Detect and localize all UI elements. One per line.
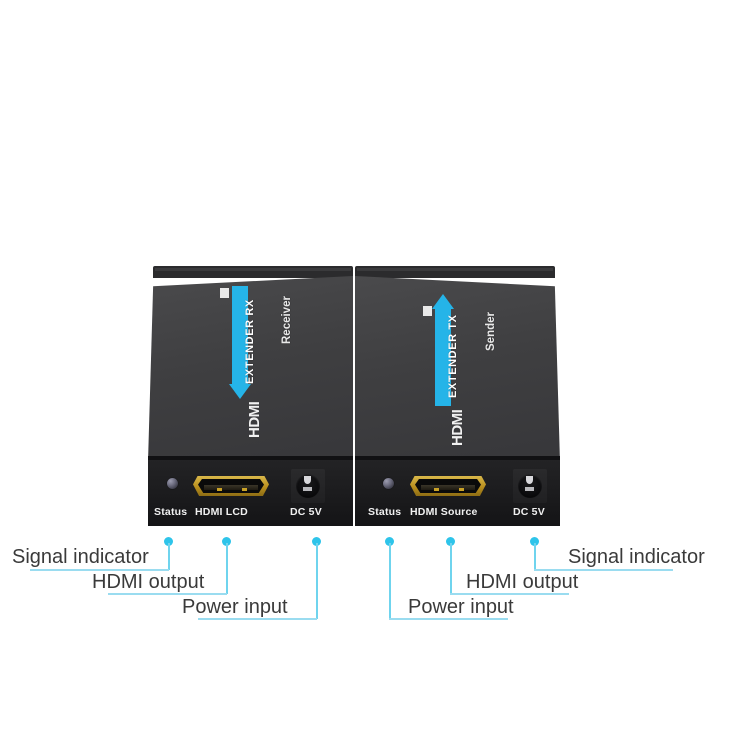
sender-role-text: Sender — [485, 312, 497, 351]
callout-dot-left-signal-indicator — [164, 537, 173, 546]
sender-badge-mark — [423, 306, 432, 316]
receiver-front-edge — [148, 456, 353, 461]
receiver-status-label: Status — [154, 506, 188, 518]
receiver-dc-jack — [291, 469, 325, 503]
callout-leader-right-power-input — [389, 543, 391, 619]
receiver-badge-mark — [220, 288, 229, 298]
sender-dc-jack — [513, 469, 547, 503]
callout-label-left-hdmi-output: HDMI output — [92, 571, 205, 593]
sender-status-label: Status — [368, 506, 402, 518]
callout-underline-left-power-input — [198, 618, 317, 620]
device-receiver: EXTENDER RX HDMI Receiver Status HDMI LC… — [148, 266, 353, 526]
sender-dc-label: DC 5V — [513, 506, 545, 518]
callout-leader-left-signal-indicator — [168, 543, 170, 570]
receiver-role-text: Receiver — [281, 296, 293, 344]
callout-underline-right-power-input — [389, 618, 508, 620]
sender-status-led — [383, 478, 394, 489]
sender-hdmi-port — [410, 476, 486, 496]
callout-leader-right-signal-indicator — [534, 543, 536, 570]
callout-underline-right-signal-indicator — [534, 569, 673, 571]
sender-arrow-label: EXTENDER TX — [447, 314, 459, 398]
callout-dot-right-power-input — [385, 537, 394, 546]
sender-top-face — [355, 276, 560, 462]
callout-dot-right-signal-indicator — [530, 537, 539, 546]
callout-label-right-power-input: Power input — [408, 596, 514, 618]
receiver-lid-highlight — [155, 268, 351, 271]
callout-underline-left-signal-indicator — [30, 569, 169, 571]
sender-front-edge — [355, 456, 560, 461]
callout-leader-left-power-input — [316, 543, 318, 619]
receiver-dc-label: DC 5V — [290, 506, 322, 518]
receiver-arrow-label: EXTENDER RX — [244, 299, 256, 384]
callout-dot-left-power-input — [312, 537, 321, 546]
receiver-hdmi-logo: HDMI — [246, 401, 263, 438]
callout-label-right-hdmi-output: HDMI output — [466, 571, 579, 593]
receiver-direction-arrow — [229, 286, 251, 416]
sender-hdmi-label: HDMI Source — [410, 506, 478, 518]
callout-dot-left-hdmi-output — [222, 537, 231, 546]
sender-lid-highlight — [357, 268, 553, 271]
device-sender: EXTENDER TX HDMI Sender Status HDMI Sour… — [355, 266, 560, 526]
callout-leader-left-hdmi-output — [226, 543, 228, 594]
callout-label-left-power-input: Power input — [182, 596, 288, 618]
callout-underline-right-hdmi-output — [450, 593, 569, 595]
callout-label-left-signal-indicator: Signal indicator — [12, 546, 149, 568]
receiver-hdmi-label: HDMI LCD — [195, 506, 248, 518]
receiver-status-led — [167, 478, 178, 489]
callout-dot-right-hdmi-output — [446, 537, 455, 546]
sender-hdmi-logo: HDMI — [449, 409, 466, 446]
callout-underline-left-hdmi-output — [108, 593, 227, 595]
callout-label-right-signal-indicator: Signal indicator — [568, 546, 705, 568]
sender-direction-arrow — [432, 294, 454, 424]
receiver-top-face — [148, 276, 353, 462]
receiver-hdmi-port — [193, 476, 269, 496]
callout-leader-right-hdmi-output — [450, 543, 452, 594]
